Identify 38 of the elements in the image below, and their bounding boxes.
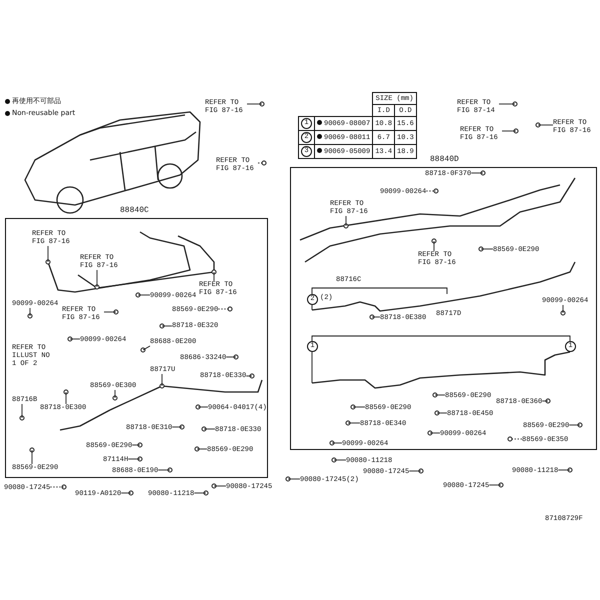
leader-line	[568, 424, 580, 426]
group-title: 88840C	[120, 206, 149, 215]
leader-line	[142, 346, 150, 350]
leader-line	[172, 426, 182, 428]
leader-line	[120, 492, 132, 494]
leader-line	[332, 442, 342, 444]
leader-line	[372, 316, 380, 318]
leader-line	[538, 124, 554, 126]
leader-line	[430, 432, 440, 434]
leader-line	[50, 486, 64, 488]
leader-line	[426, 190, 436, 192]
leader-line	[352, 406, 366, 408]
leader-line	[502, 130, 516, 132]
leader-line	[408, 470, 422, 472]
leader-line	[542, 400, 548, 402]
leader-line	[434, 394, 446, 396]
leader-line	[488, 484, 502, 486]
leader-line	[288, 478, 300, 480]
leader-line	[226, 356, 236, 358]
leader-line	[114, 390, 116, 398]
leader-line	[436, 412, 448, 414]
leader-line	[132, 444, 140, 446]
leader-line	[562, 304, 564, 314]
leader-line	[198, 406, 208, 408]
leader-line	[510, 438, 522, 440]
leader-line	[70, 338, 80, 340]
leader-line	[258, 162, 264, 164]
leader-line	[196, 448, 208, 450]
leader-line	[96, 270, 98, 288]
leader-line	[194, 492, 206, 494]
leader-line	[138, 294, 150, 296]
leader-line	[204, 428, 216, 430]
group-title: 88840D	[430, 155, 459, 164]
leader-line	[480, 248, 494, 250]
leader-line	[128, 458, 140, 460]
leader-line	[470, 172, 484, 174]
leader-line	[218, 308, 230, 310]
leader-line	[348, 422, 360, 424]
